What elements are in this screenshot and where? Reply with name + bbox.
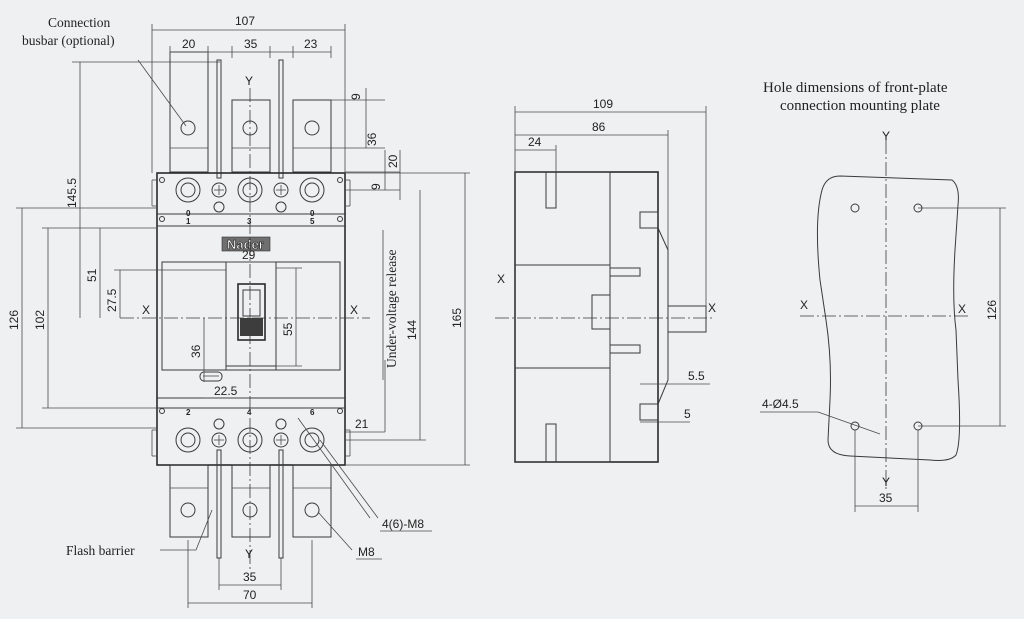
terminal-label-top-0b: 0 xyxy=(310,209,315,218)
terminal-label-top-3: 3 xyxy=(247,217,252,226)
dim-height-27-5: 27.5 xyxy=(105,288,119,312)
terminal-label-bottom-4: 4 xyxy=(247,408,252,417)
front-view: 0 1 3 5 0 Nader 2 4 6 xyxy=(7,14,470,608)
dim-busbar-left: 20 xyxy=(182,37,196,51)
dim-top-20: 20 xyxy=(386,154,400,168)
hole-title-line2: connection mounting plate xyxy=(780,98,940,114)
dim-width-21: 21 xyxy=(355,417,369,431)
side-view: X X 109 86 24 5.5 5 xyxy=(495,97,716,463)
terminal-label-top-5: 5 xyxy=(310,217,315,226)
hole-axis-label-x-left: X xyxy=(800,298,808,312)
label-connection-busbar-line2: busbar (optional) xyxy=(22,33,115,48)
dim-top-9b: 9 xyxy=(369,183,383,190)
side-dim-24: 24 xyxy=(528,135,542,149)
side-axis-label-x-right: X xyxy=(708,301,716,315)
dim-height-144: 144 xyxy=(405,320,419,340)
hole-plate-view: Hole dimensions of front-plate connectio… xyxy=(760,80,1006,512)
label-under-voltage-release: Under-voltage release xyxy=(384,249,399,368)
hole-axis-label-y-bottom: Y xyxy=(882,475,890,489)
top-terminals xyxy=(159,177,343,222)
axis-label-y-top: Y xyxy=(245,74,253,88)
dim-top-9: 9 xyxy=(349,93,363,100)
side-axis-label-x-left: X xyxy=(497,272,505,286)
side-dim-5-5: 5.5 xyxy=(688,369,705,383)
axis-label-y-bottom: Y xyxy=(245,547,253,561)
axis-label-x-left: X xyxy=(142,303,150,317)
dim-height-165: 165 xyxy=(450,308,464,328)
toggle-handle xyxy=(237,283,266,341)
hole-axis-label-y-top: Y xyxy=(882,129,890,143)
label-screw-small: M8 xyxy=(358,545,375,559)
dim-bottom-35: 35 xyxy=(243,570,257,584)
dim-top-36: 36 xyxy=(365,132,379,146)
hole-title-line1: Hole dimensions of front-plate xyxy=(763,80,948,96)
dim-height-102: 102 xyxy=(33,310,47,330)
bottom-busbars xyxy=(169,449,332,559)
label-flash-barrier: Flash barrier xyxy=(66,543,135,558)
hole-dim-35: 35 xyxy=(879,491,893,505)
brand-logo: Nader xyxy=(227,237,264,252)
side-dim-86: 86 xyxy=(592,120,606,134)
dim-bottom-70: 70 xyxy=(243,588,257,602)
dim-width-22-5: 22.5 xyxy=(214,384,238,398)
axis-label-x-right: X xyxy=(350,303,358,317)
mounting-plate-outline xyxy=(816,175,961,461)
dim-pole-pitch: 35 xyxy=(244,37,258,51)
side-dim-109: 109 xyxy=(593,97,613,111)
hole-axis-label-x-right: X xyxy=(958,302,966,316)
terminal-label-bottom-2: 2 xyxy=(186,408,191,417)
dim-width-29: 29 xyxy=(242,248,256,262)
dim-height-36: 36 xyxy=(189,344,203,358)
side-dim-5: 5 xyxy=(684,407,691,421)
dim-total-width: 107 xyxy=(235,14,255,28)
dim-busbar-right: 23 xyxy=(304,37,318,51)
dim-height-55: 55 xyxy=(281,322,295,336)
terminal-label-bottom-6: 6 xyxy=(310,408,315,417)
terminal-label-top-1: 1 xyxy=(186,217,191,226)
front-dimension-lines xyxy=(16,24,470,608)
top-busbars xyxy=(169,51,332,179)
dim-height-51: 51 xyxy=(85,268,99,282)
label-connection-busbar-line1: Connection xyxy=(48,15,110,30)
label-screw-main: 4(6)-M8 xyxy=(382,517,424,531)
dim-height-126: 126 xyxy=(7,310,21,330)
terminal-label-top-0: 0 xyxy=(186,209,191,218)
hole-dim-126: 126 xyxy=(985,300,999,320)
hole-spec: 4-Ø4.5 xyxy=(762,397,799,411)
dim-height-145-5: 145.5 xyxy=(65,178,79,208)
